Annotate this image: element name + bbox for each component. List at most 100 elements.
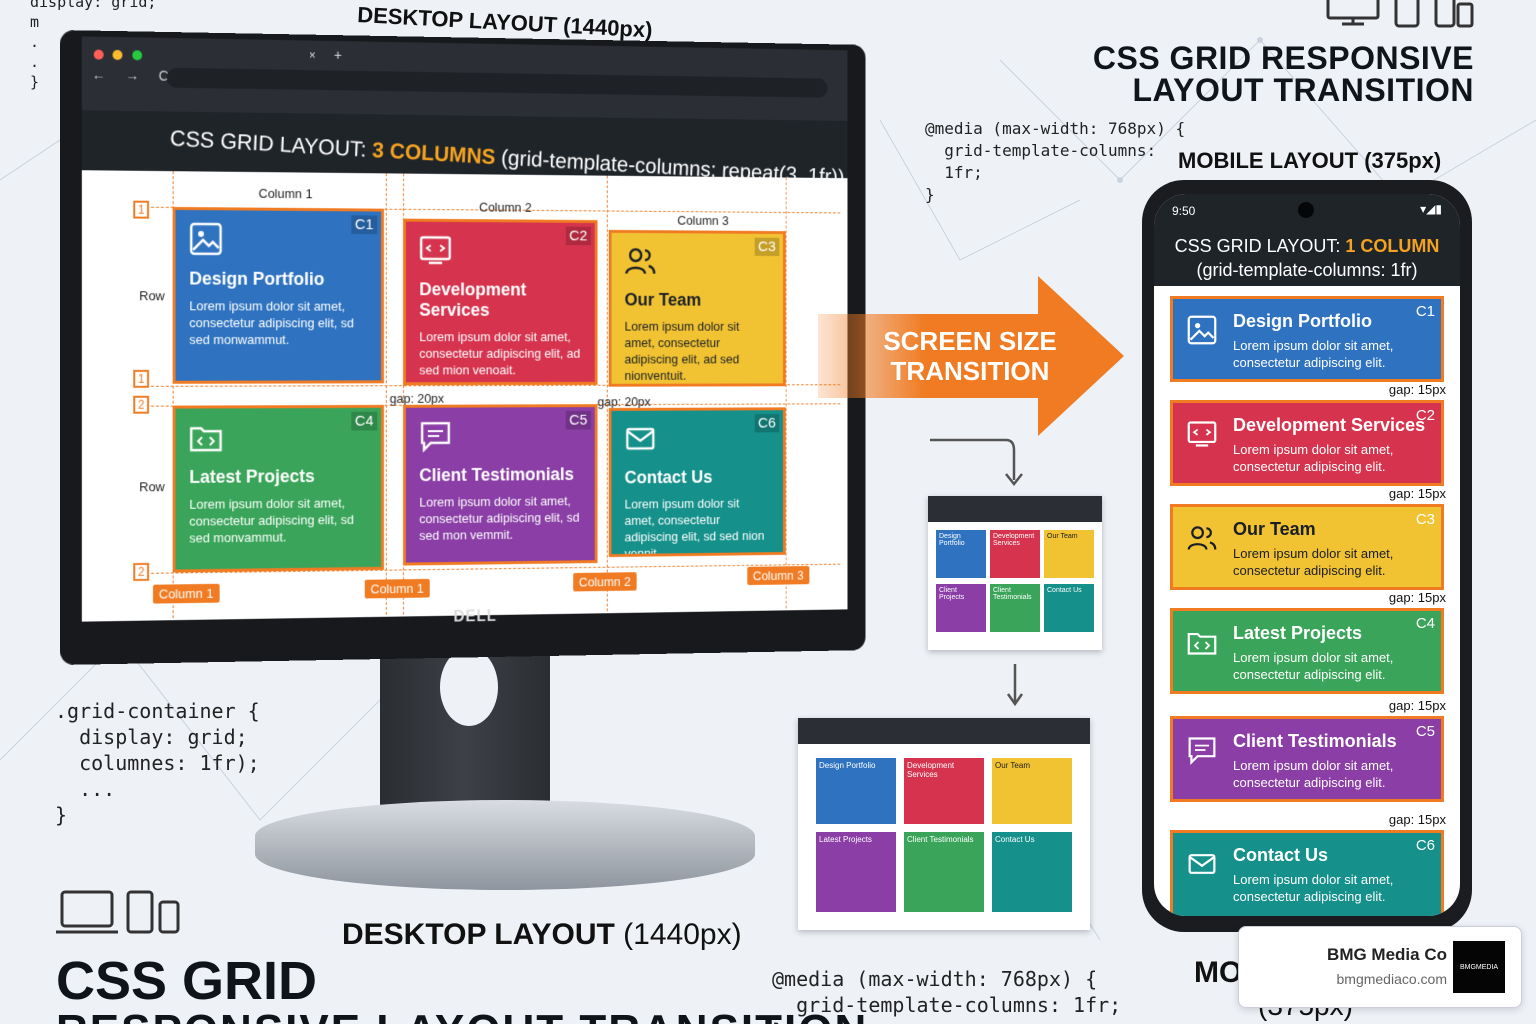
card-id: C4 [1415, 615, 1435, 632]
card-text: Lorem ipsum dolor sit amet, consectetur … [1233, 442, 1394, 474]
code-snippet-media-query: @media (max-width: 768px) { grid-templat… [925, 119, 1186, 204]
grid-card-latest-projects[interactable]: C4 Latest Projects Lorem ipsum dolor sit… [172, 404, 384, 573]
image-icon [1187, 315, 1217, 345]
code-snippet-grid-container: .grid-container { display: grid; columne… [55, 699, 260, 827]
column-badge: Column 2 [573, 572, 637, 592]
phone-screen: 9:50 ▾◢▮ CSS GRID LAYOUT: 1 COLUMN (grid… [1154, 194, 1460, 916]
gap-label: gap: 15px [1388, 382, 1446, 397]
card-text: Lorem ipsum dolor sit amet, consectetur … [1233, 546, 1394, 578]
gap-label: gap: 15px [1388, 812, 1446, 827]
devices-icon [1326, 0, 1474, 28]
devices-icon [56, 890, 180, 934]
phone-header: 9:50 ▾◢▮ CSS GRID LAYOUT: 1 COLUMN (grid… [1154, 194, 1460, 286]
big-subtitle: RESPONSIVE LAYOUT TRANSITION [56, 1006, 868, 1024]
desktop-label-light: (1440px) [614, 918, 742, 951]
phone-card-contact-us[interactable]: Contact Us Lorem ipsum dolor sit amet, c… [1170, 830, 1444, 916]
card-text: Lorem ipsum dolor sit amet, consectetur … [189, 495, 355, 546]
phone-title-accent: 1 COLUMN [1345, 236, 1440, 256]
card-text: Lorem ipsum dolor sit amet, consectetur … [1233, 872, 1394, 904]
mail-icon [625, 422, 657, 455]
mini-cell: Client Testimonials [904, 832, 984, 912]
card-title: Development Services [1233, 415, 1426, 435]
mini-browser-desktop: Design Portfolio Development Services Ou… [798, 718, 1090, 930]
grid-card-contact-us[interactable]: C6 Contact Us Lorem ipsum dolor sit amet… [608, 407, 786, 558]
phone-card-our-team[interactable]: Our Team Lorem ipsum dolor sit amet, con… [1170, 504, 1444, 590]
grid-card-development-services[interactable]: C2 Development Services Lorem ipsum dolo… [403, 218, 598, 386]
card-id: C6 [754, 414, 780, 433]
card-id: C3 [754, 237, 780, 257]
brand-name: BMG Media Co [1327, 945, 1447, 964]
card-title: Client Testimonials [1233, 731, 1397, 751]
card-text: Lorem ipsum dolor sit amet, consectetur … [1233, 758, 1394, 790]
row-label-2: Row [139, 479, 165, 495]
transition-arrow-icon [818, 276, 1124, 436]
gap-label: gap: 20px [389, 391, 445, 406]
column-label-2: Column 2 [479, 199, 532, 215]
minimize-dot-icon[interactable] [112, 49, 123, 61]
card-title: Latest Projects [1233, 623, 1363, 643]
card-text: Lorem ipsum dolor sit amet, consectetur … [1233, 650, 1394, 682]
phone-card-development-services[interactable]: Development Services Lorem ipsum dolor s… [1170, 400, 1444, 486]
phone-card-client-testimonials[interactable]: Client Testimonials Lorem ipsum dolor si… [1170, 716, 1444, 802]
grid-card-client-testimonials[interactable]: C5 Client Testimonials Lorem ipsum dolor… [403, 404, 598, 566]
row-line-number: 1 [133, 369, 150, 388]
row-line-number: 1 [133, 200, 150, 219]
chat-icon [1188, 737, 1216, 765]
grid-title-prefix: CSS GRID LAYOUT: [169, 125, 373, 162]
close-dot-icon[interactable] [93, 49, 104, 60]
card-id: C3 [1415, 511, 1435, 528]
transition-line-2: TRANSITION [890, 356, 1050, 386]
grid-card-design-portfolio[interactable]: C1 Design Portfolio Lorem ipsum dolor si… [172, 206, 384, 384]
grid-title-accent: 3 COLUMNS [371, 137, 497, 169]
grid-guide-line [785, 177, 787, 609]
page-title-right: CSS GRID RESPONSIVE LAYOUT TRANSITION [1093, 42, 1474, 106]
card-title: Client Testimonials [419, 464, 574, 486]
row-line-number: 2 [133, 562, 150, 581]
desktop-label-bold: DESKTOP LAYOUT [342, 918, 615, 951]
tab-close-icon[interactable]: × [308, 48, 316, 63]
browser-chrome: × + ← → C [81, 36, 848, 121]
gap-label: gap: 15px [1388, 590, 1446, 605]
gap-label: gap: 15px [1388, 486, 1446, 501]
mini-browser-tablet: Design Portfolio Development Services Ou… [928, 496, 1102, 650]
grid-guide-line [385, 173, 387, 615]
card-title: Our Team [624, 289, 702, 310]
mini-cell: Contact Us [992, 832, 1072, 912]
grid-title-bar: CSS GRID LAYOUT: 3 COLUMNS (grid-templat… [81, 110, 848, 189]
card-text: Lorem ipsum dolor sit amet, consectetur … [419, 329, 581, 378]
browser-nav-icons[interactable]: ← → C [91, 66, 177, 84]
grid-card-our-team[interactable]: C3 Our Team Lorem ipsum dolor sit amet, … [608, 229, 786, 387]
card-id: C1 [1415, 303, 1435, 320]
monitor-stand-cable-hole [440, 648, 498, 726]
brand-badge[interactable]: BMG Media Co bmgmediaco.com BMGMEDIA [1238, 926, 1522, 1008]
maximize-dot-icon[interactable] [132, 50, 143, 61]
mini-cell: Development Services [990, 530, 1040, 578]
monitor-brand-logo: DELL [453, 608, 497, 626]
card-title: Design Portfolio [1233, 311, 1372, 331]
row-line-number: 2 [133, 395, 150, 414]
card-text: Lorem ipsum dolor sit amet, consectetur … [189, 298, 355, 348]
camera-icon [1298, 202, 1314, 218]
mobile-phone: 9:50 ▾◢▮ CSS GRID LAYOUT: 1 COLUMN (grid… [1142, 180, 1472, 932]
mini-browser-chrome [798, 718, 1090, 744]
mobile-label-bottom-cut: MO [1194, 956, 1243, 989]
status-time: 9:50 [1172, 204, 1196, 218]
address-bar[interactable] [166, 67, 828, 98]
mail-icon [1188, 854, 1216, 874]
card-text: Lorem ipsum dolor sit amet, consectetur … [419, 493, 580, 543]
new-tab-icon[interactable]: + [334, 46, 342, 63]
monitor-stand-base [255, 800, 755, 890]
brand-url[interactable]: bmgmediaco.com [1336, 971, 1448, 987]
users-icon [1187, 526, 1217, 550]
mini-cell: Latest Projects [816, 832, 896, 912]
card-text: Lorem ipsum dolor sit amet, consectetur … [1233, 338, 1394, 370]
mini-cell: Design Portfolio [816, 758, 896, 824]
card-title: Contact Us [1233, 845, 1329, 865]
card-id: C5 [565, 410, 591, 430]
title-line-1: CSS GRID RESPONSIVE [1092, 40, 1474, 76]
phone-card-design-portfolio[interactable]: Design Portfolio Lorem ipsum dolor sit a… [1170, 296, 1444, 382]
phone-title-line-2: (grid-template-columns: 1fr) [1196, 260, 1418, 280]
desktop-monitor: × + ← → C CSS GRID LAYOUT: 3 COLUMNS (gr… [60, 30, 910, 665]
phone-card-latest-projects[interactable]: Latest Projects Lorem ipsum dolor sit am… [1170, 608, 1444, 694]
brand-logo-icon: BMGMEDIA [1453, 941, 1505, 993]
